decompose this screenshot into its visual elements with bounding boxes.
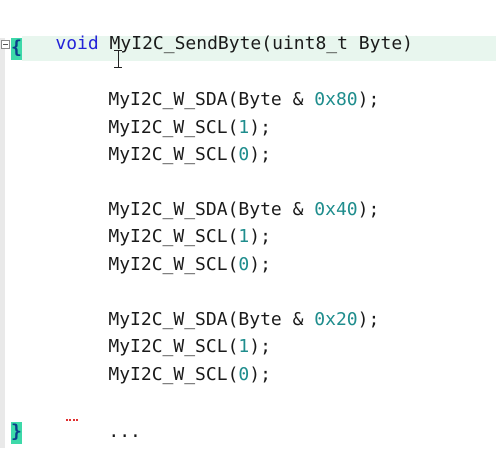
code-line-scl-low-1[interactable]: MyI2C_W_SCL(0);	[65, 119, 271, 165]
numeric-literal: 1	[238, 226, 250, 247]
function-signature: MyI2C_SendByte(uint8_t Byte)	[98, 33, 413, 54]
numeric-literal: 0	[238, 254, 250, 275]
code-line-scl-low-2[interactable]: MyI2C_W_SCL(0);	[65, 229, 271, 275]
code-line-sda-3[interactable]: MyI2C_W_SDA(Byte & 0x20);	[65, 284, 379, 330]
code-line-sda-2[interactable]: MyI2C_W_SDA(Byte & 0x40);	[65, 174, 379, 220]
current-line-highlight	[22, 36, 496, 61]
fold-gutter	[0, 38, 5, 448]
statement-end: );	[357, 309, 380, 330]
void-keyword: void	[55, 33, 99, 54]
code-line-sda-1[interactable]: MyI2C_W_SDA(Byte & 0x80);	[65, 64, 379, 110]
numeric-literal: 0	[238, 144, 250, 165]
hex-literal: 0x80	[314, 89, 358, 110]
statement-end: );	[357, 89, 380, 110]
statement-end: );	[249, 144, 271, 165]
scl-call: MyI2C_W_SCL(	[108, 117, 239, 138]
hex-literal: 0x40	[314, 199, 358, 220]
code-line-scl-high-3[interactable]: MyI2C_W_SCL(1);	[65, 311, 271, 357]
code-line-scl-low-3[interactable]: MyI2C_W_SCL(0);	[65, 339, 271, 385]
code-line-scl-high-1[interactable]: MyI2C_W_SCL(1);	[65, 92, 271, 138]
close-brace: }	[11, 421, 22, 442]
ellipsis-text: ...	[108, 421, 141, 442]
statement-end: );	[249, 336, 271, 357]
sda-call: MyI2C_W_SDA(Byte &	[108, 89, 315, 110]
numeric-literal: 1	[238, 117, 250, 138]
scl-call: MyI2C_W_SCL(	[108, 364, 239, 385]
statement-end: );	[249, 254, 271, 275]
scl-call: MyI2C_W_SCL(	[108, 254, 239, 275]
statement-end: );	[249, 117, 271, 138]
statement-end: );	[249, 364, 271, 385]
code-line-scl-high-2[interactable]: MyI2C_W_SCL(1);	[65, 201, 271, 247]
open-brace-match[interactable]: {	[11, 37, 22, 60]
close-brace-match[interactable]: }	[11, 421, 22, 444]
scl-call: MyI2C_W_SCL(	[108, 226, 239, 247]
code-line-ellipsis[interactable]: ...	[65, 396, 141, 442]
statement-end: );	[249, 226, 271, 247]
numeric-literal: 0	[238, 364, 250, 385]
scl-call: MyI2C_W_SCL(	[108, 144, 239, 165]
open-brace: {	[11, 37, 22, 58]
sda-call: MyI2C_W_SDA(Byte &	[108, 199, 315, 220]
text-cursor-icon	[118, 50, 119, 68]
hex-literal: 0x20	[314, 309, 358, 330]
sda-call: MyI2C_W_SDA(Byte &	[108, 309, 315, 330]
text-cursor-serifs	[114, 50, 122, 68]
numeric-literal: 1	[238, 336, 250, 357]
scl-call: MyI2C_W_SCL(	[108, 336, 239, 357]
fold-collapse-icon[interactable]	[1, 40, 10, 49]
function-signature-line[interactable]: void MyI2C_SendByte(uint8_t Byte)	[12, 8, 413, 54]
statement-end: );	[357, 199, 380, 220]
spelling-squiggle	[66, 416, 78, 421]
